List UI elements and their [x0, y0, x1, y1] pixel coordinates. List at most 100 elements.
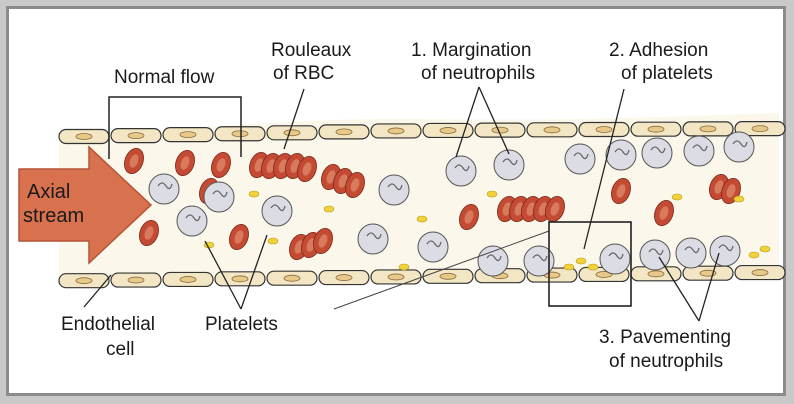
neutrophil-icon	[723, 131, 755, 163]
endothelial-cell-icon	[422, 268, 474, 284]
axial-stream-arrow	[18, 145, 153, 265]
neutrophil-icon	[641, 137, 673, 169]
pavementing-pointer-2	[698, 252, 720, 322]
red-blood-cell-icon	[175, 150, 195, 176]
red-blood-cell-icon	[211, 152, 231, 178]
bottom-vessel-wall	[58, 264, 786, 289]
endothelial-label-line1: Endothelial	[61, 314, 156, 335]
endothelial-cell-icon	[318, 124, 370, 140]
platelet-icon	[486, 190, 498, 198]
endothelial-cell-icon	[162, 271, 214, 288]
platelet-icon	[267, 237, 279, 245]
diagram-frame: Normal flow Rouleaux of RBC 1. Marginati…	[6, 6, 786, 396]
endothelial-cell-icon	[58, 128, 110, 145]
endothelial-cell-icon	[422, 122, 474, 139]
platelet-icon	[748, 251, 760, 259]
endothelial-label-line2: cell	[106, 339, 135, 360]
adhesion-inset-box	[548, 221, 632, 307]
platelet-icon	[759, 245, 771, 253]
neutrophil-icon	[378, 174, 410, 206]
platelet-icon	[416, 215, 428, 223]
platelet-icon	[575, 257, 587, 265]
adhesion-label-line1: 2. Adhesion	[609, 40, 709, 61]
adhesion-label-line2: of platelets	[621, 63, 713, 84]
endothelial-cell-icon	[58, 273, 110, 289]
endothelial-cell-icon	[734, 264, 786, 281]
margination-pointer-1	[455, 86, 480, 158]
platelets-label: Platelets	[205, 314, 278, 335]
red-blood-cell-icon	[139, 220, 159, 246]
neutrophil-icon	[599, 243, 631, 275]
endothelial-cell-icon	[370, 269, 422, 285]
neutrophil-icon	[523, 245, 555, 277]
platelets-pointer-1	[204, 240, 242, 310]
platelet-icon	[733, 195, 745, 203]
red-blood-cell-icon	[124, 148, 144, 174]
endothelial-cell-icon	[630, 121, 682, 137]
neutrophil-icon	[683, 135, 715, 167]
red-blood-cell-icon	[459, 204, 479, 230]
normal-flow-bracket	[108, 96, 242, 157]
axial-label-line2: stream	[23, 205, 85, 227]
platelet-icon	[563, 263, 575, 271]
margination-pointer-2	[478, 86, 510, 155]
top-vessel-wall	[58, 120, 786, 145]
neutrophil-icon	[203, 181, 235, 213]
red-blood-cell-icon	[654, 200, 674, 226]
platelets-pointer-2	[240, 234, 268, 310]
neutrophil-icon	[477, 245, 509, 277]
platelet-icon	[671, 193, 683, 201]
endothelial-cell-icon	[162, 127, 214, 143]
endothelial-pointer	[83, 274, 112, 308]
neutrophils	[148, 131, 755, 277]
pavementing-label-line1: 3. Pavementing	[599, 327, 732, 348]
endothelial-cell-icon	[110, 272, 162, 288]
endothelial-cell-icon	[110, 127, 162, 144]
platelet-icon	[587, 263, 599, 271]
red-blood-cells	[124, 148, 741, 260]
pavementing-pointer-1	[658, 256, 700, 322]
neutrophil-icon	[605, 139, 637, 171]
red-blood-cell-icon	[545, 196, 565, 222]
neutrophil-icon	[261, 195, 293, 227]
margination-label-line1: 1. Margination	[411, 40, 532, 61]
platelets-group	[203, 190, 771, 271]
endothelial-cell-icon	[474, 122, 526, 138]
endothelial-cell-icon	[682, 121, 734, 137]
platelet-icon	[323, 205, 335, 213]
endothelial-cell-icon	[214, 126, 266, 142]
neutrophil-icon	[709, 235, 741, 267]
red-blood-cell-icon	[611, 178, 631, 204]
axial-label-line1: Axial	[27, 181, 71, 203]
red-blood-cell-icon	[345, 172, 365, 198]
endothelial-cell-icon	[318, 269, 370, 286]
red-blood-cell-icon	[297, 156, 317, 182]
endothelial-cell-icon	[734, 120, 786, 137]
pavementing-label-line2: of neutrophils	[609, 351, 724, 372]
rouleaux-label-line1: Rouleaux	[271, 40, 352, 61]
neutrophil-icon	[357, 223, 389, 255]
red-blood-cell-icon	[229, 224, 249, 250]
neutrophil-icon	[675, 237, 707, 269]
neutrophil-icon	[493, 149, 525, 181]
neutrophil-icon	[176, 205, 208, 237]
normal-flow-label: Normal flow	[114, 67, 215, 88]
red-blood-cell-icon	[313, 228, 333, 254]
neutrophil-icon	[148, 173, 180, 205]
endothelial-cell-icon	[578, 121, 630, 138]
endothelial-cell-icon	[266, 125, 318, 141]
neutrophil-icon	[417, 231, 449, 263]
margination-label-line2: of neutrophils	[421, 63, 536, 84]
platelet-icon	[398, 263, 410, 271]
neutrophil-icon	[639, 239, 671, 271]
platelet-icon	[248, 190, 260, 198]
zoom-line	[333, 230, 550, 310]
rouleaux-pointer	[283, 88, 305, 150]
neutrophil-icon	[445, 155, 477, 187]
endothelial-cell-icon	[266, 270, 318, 286]
blood-vessel-diagram	[18, 86, 786, 322]
neutrophil-icon	[564, 143, 596, 175]
endothelial-cell-icon	[526, 122, 578, 138]
endothelial-cell-icon	[370, 123, 422, 139]
rouleaux-label-line2: of RBC	[273, 63, 335, 84]
